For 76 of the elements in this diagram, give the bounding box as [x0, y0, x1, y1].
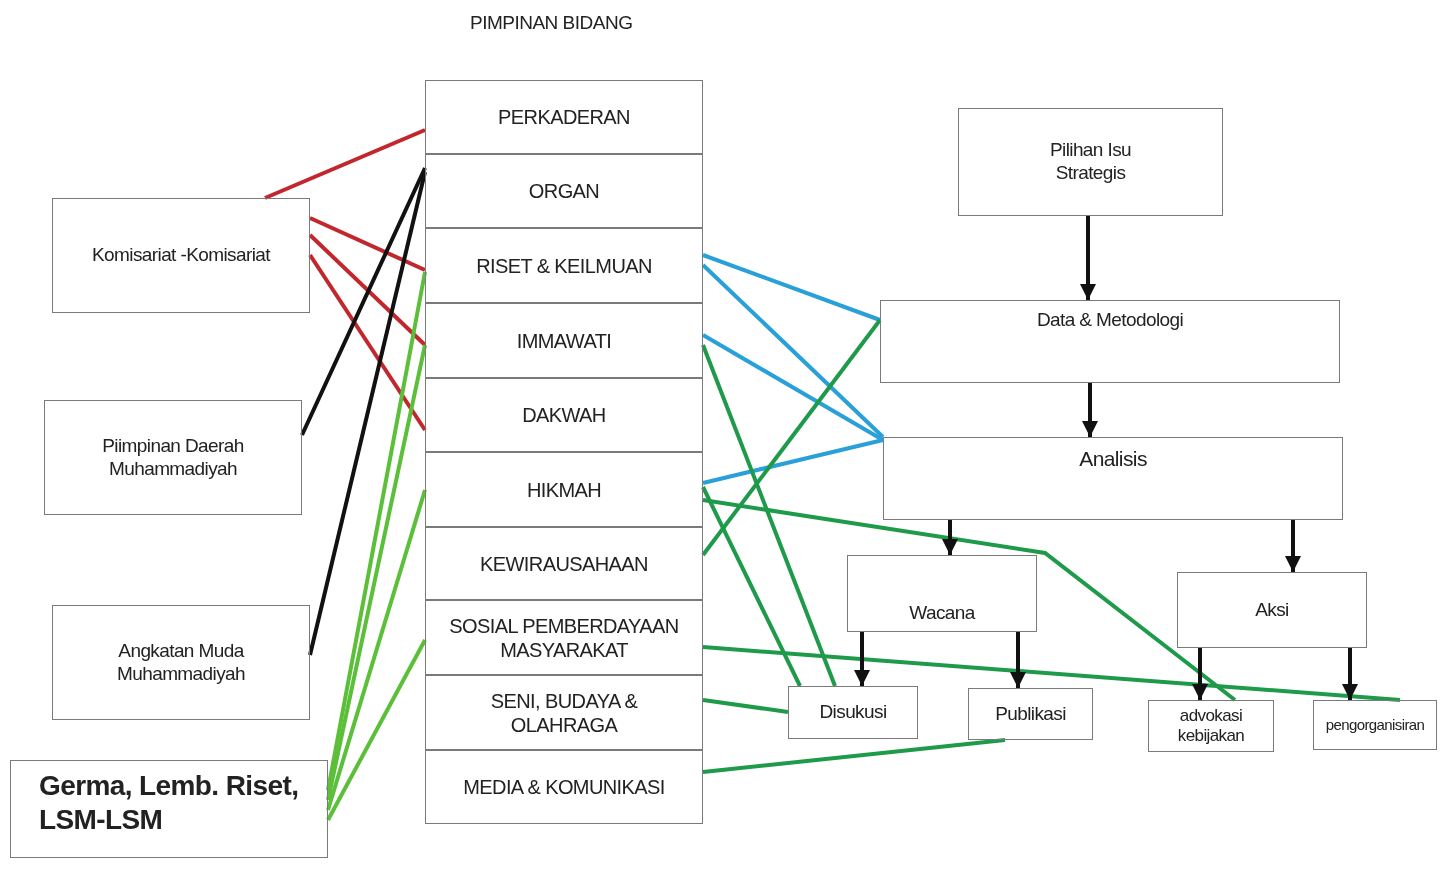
org-box [425, 527, 703, 600]
org-box [958, 108, 1223, 216]
connector-line [300, 167, 427, 436]
box-label: Germa, Lemb. Riset, LSM-LSM [39, 769, 299, 837]
connector-line [702, 698, 789, 714]
connector-line [701, 263, 885, 439]
connector-line [702, 333, 884, 442]
arrow [942, 520, 958, 555]
box-label: pengorganisiran [1325, 716, 1425, 734]
org-box [880, 300, 1340, 383]
arrow [1082, 383, 1098, 437]
org-box [968, 688, 1093, 740]
org-box [883, 437, 1343, 520]
org-box [1148, 700, 1274, 752]
box-label: advokasi kebijakan [1176, 705, 1246, 747]
org-box [425, 378, 703, 452]
box-label: ORGAN [528, 179, 600, 203]
connector-line [702, 253, 881, 322]
org-box [52, 605, 310, 720]
box-label: Komisariat -Komisariat [92, 244, 270, 267]
org-box [1313, 700, 1437, 750]
connector-line [308, 253, 427, 432]
box-label: KEWIRAUSAHAAN [480, 551, 648, 576]
connector-line [702, 645, 1401, 702]
connector-line [309, 216, 426, 272]
org-box [788, 686, 918, 739]
org-box [425, 228, 703, 303]
connector-line [702, 438, 884, 485]
box-label: Aksi [1255, 598, 1289, 622]
box-label: DAKWAH [522, 403, 606, 427]
connector-line [326, 489, 427, 811]
connector-line [326, 344, 427, 801]
org-box [1177, 572, 1367, 648]
connector-line [701, 318, 882, 557]
box-label: MEDIA & KOMUNIKASI [463, 775, 665, 799]
org-box [425, 675, 703, 750]
box-label: RISET & KEILMUAN [476, 253, 652, 278]
connector-line [326, 271, 427, 791]
box-label: SENI, BUDAYA & OLAHRAGA [489, 688, 639, 737]
connector-line [702, 738, 1006, 774]
arrow [854, 632, 870, 686]
box-label: SOSIAL PEMBERDAYAAN MASYARAKAT [448, 613, 680, 662]
connector-line [264, 128, 426, 200]
org-box [425, 600, 703, 675]
arrow [1010, 632, 1026, 688]
org-box [425, 452, 703, 527]
arrow [1080, 216, 1096, 300]
box-label: HIKMAH [526, 477, 602, 502]
org-box [425, 154, 703, 228]
connector-line [326, 639, 427, 821]
connector-line [701, 344, 837, 687]
org-box [10, 760, 328, 858]
box-label: Data & Metodologi [1036, 309, 1184, 332]
box-label: PERKADERAN [498, 105, 630, 129]
arrow [1342, 648, 1358, 700]
arrow [1192, 648, 1208, 700]
org-box [425, 303, 703, 378]
connector-line [701, 486, 802, 687]
box-label: Disukusi [819, 701, 887, 724]
diagram-title: PIMPINAN BIDANG [470, 12, 633, 34]
connector-line [702, 498, 1237, 702]
box-label: Wacana [909, 602, 975, 625]
box-label: Publikasi [995, 702, 1066, 726]
arrow [1285, 520, 1301, 572]
box-label: Angkatan Muda Muhammadiyah [116, 639, 246, 686]
connector-line [308, 171, 427, 656]
org-box [425, 750, 703, 824]
connector-line [308, 233, 427, 347]
box-label: IMMAWATI [516, 328, 612, 353]
org-box [847, 555, 1037, 632]
box-label: Pilihan Isu Strategis [1048, 139, 1133, 185]
box-label: Analisis [1079, 446, 1147, 472]
org-box [52, 198, 310, 313]
org-box [425, 80, 703, 154]
box-label: Piimpinan Daerah Muhammadiyah [101, 434, 245, 481]
org-box [44, 400, 302, 515]
